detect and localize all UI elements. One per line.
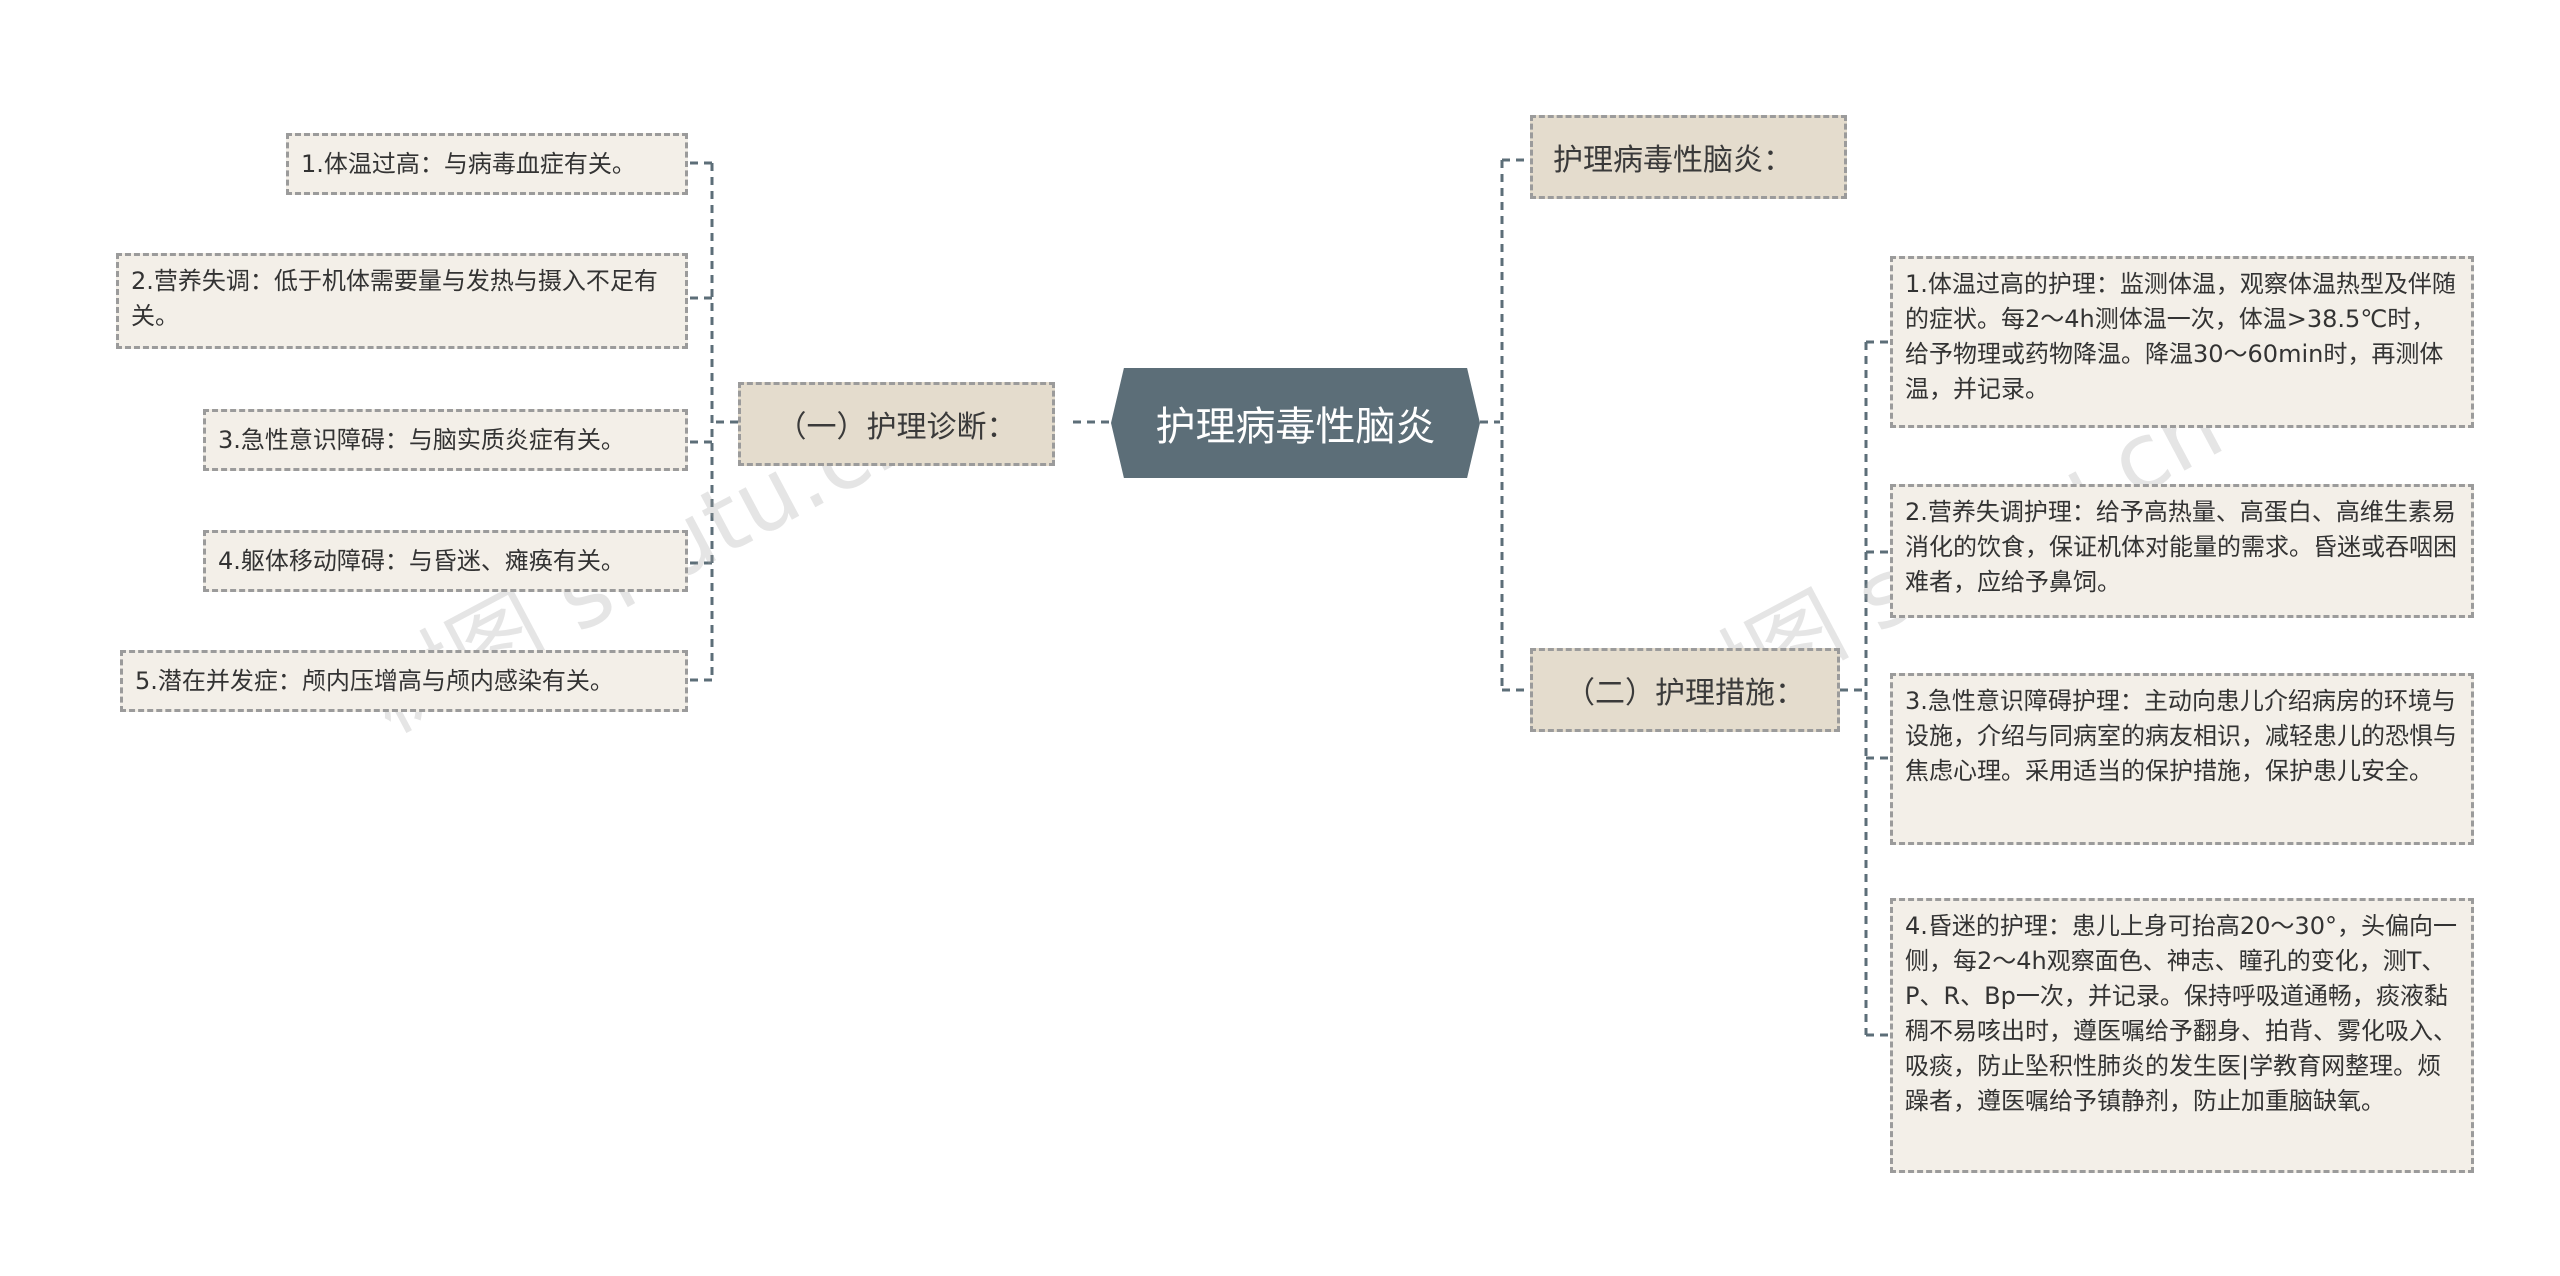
leaf-text: 2.营养失调护理：给予高热量、高蛋白、高维生素易消化的饮食，保证机体对能量的需求… (1905, 498, 2457, 596)
leaf-diagnosis-1[interactable]: 1.体温过高：与病毒血症有关。 (286, 133, 688, 195)
branch-nursing-diagnosis[interactable]: （一）护理诊断： (738, 382, 1055, 466)
root-node[interactable]: 护理病毒性脑炎 (1111, 368, 1480, 478)
leaf-measure-1[interactable]: 1.体温过高的护理：监测体温，观察体温热型及伴随的症状。每2～4h测体温一次，体… (1890, 256, 2474, 428)
branch-label: （二）护理措施： (1565, 676, 1805, 711)
link-left-leaves (688, 161, 738, 682)
leaf-text: 4.昏迷的护理：患儿上身可抬高20～30°，头偏向一侧，每2～4h观察面色、神志… (1905, 912, 2457, 1115)
link-root-right (1480, 158, 1530, 692)
leaf-text: 1.体温过高：与病毒血症有关。 (301, 149, 636, 178)
leaf-text: 1.体温过高的护理：监测体温，观察体温热型及伴随的症状。每2～4h测体温一次，体… (1905, 270, 2456, 403)
root-label: 护理病毒性脑炎 (1155, 404, 1436, 450)
leaf-text: 5.潜在并发症：颅内压增高与颅内感染有关。 (135, 666, 614, 695)
leaf-diagnosis-3[interactable]: 3.急性意识障碍：与脑实质炎症有关。 (203, 409, 688, 471)
leaf-diagnosis-4[interactable]: 4.躯体移动障碍：与昏迷、瘫痪有关。 (203, 530, 688, 592)
branch-topic-title[interactable]: 护理病毒性脑炎： (1530, 115, 1847, 199)
link-right-leaves (1840, 340, 1890, 1037)
leaf-diagnosis-5[interactable]: 5.潜在并发症：颅内压增高与颅内感染有关。 (120, 650, 688, 712)
leaf-measure-2[interactable]: 2.营养失调护理：给予高热量、高蛋白、高维生素易消化的饮食，保证机体对能量的需求… (1890, 484, 2474, 618)
leaf-text: 4.躯体移动障碍：与昏迷、瘫痪有关。 (218, 546, 625, 575)
branch-label: 护理病毒性脑炎： (1553, 143, 1793, 178)
leaf-text: 3.急性意识障碍护理：主动向患儿介绍病房的环境与设施，介绍与同病室的病友相识，减… (1905, 687, 2457, 785)
leaf-text: 3.急性意识障碍：与脑实质炎症有关。 (218, 425, 625, 454)
leaf-measure-4[interactable]: 4.昏迷的护理：患儿上身可抬高20～30°，头偏向一侧，每2～4h观察面色、神志… (1890, 898, 2474, 1173)
leaf-measure-3[interactable]: 3.急性意识障碍护理：主动向患儿介绍病房的环境与设施，介绍与同病室的病友相识，减… (1890, 673, 2474, 845)
leaf-text: 2.营养失调：低于机体需要量与发热与摄入不足有关。 (131, 267, 658, 330)
branch-nursing-measures[interactable]: （二）护理措施： (1530, 648, 1840, 732)
leaf-diagnosis-2[interactable]: 2.营养失调：低于机体需要量与发热与摄入不足有关。 (116, 253, 688, 349)
branch-label: （一）护理诊断： (776, 410, 1017, 445)
